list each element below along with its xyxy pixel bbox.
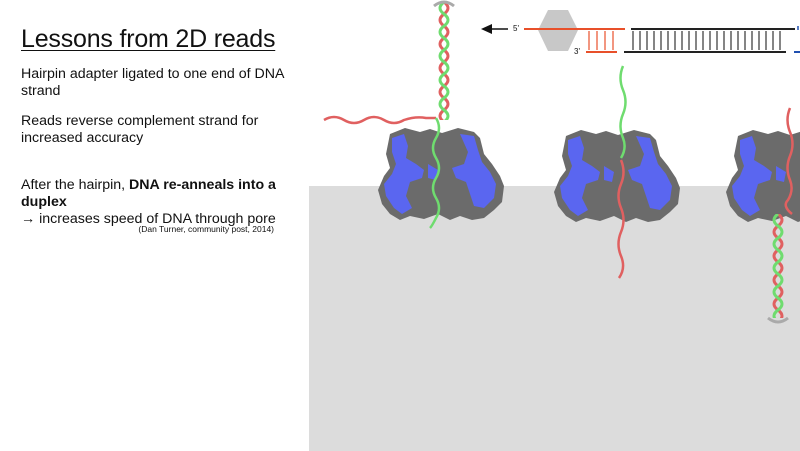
direction-arrow-icon: [481, 24, 492, 34]
speed-line: → increases speed of DNA through pore: [21, 211, 276, 227]
bullet-hairpin-adapter: Hairpin adapter ligated to one end of DN…: [21, 66, 284, 99]
bullet-reanneal: After the hairpin, DNA re-anneals into a…: [21, 177, 301, 228]
citation-wrap: (Dan Turner, community post, 2014): [21, 224, 274, 236]
slide-title: Lessons from 2D reads: [21, 25, 276, 53]
pore-3: [726, 107, 800, 324]
membrane: [309, 186, 800, 451]
reanneal-bold: DNA re-anneals into a duplex: [21, 177, 276, 210]
five-prime-label: 5': [513, 24, 519, 33]
motor-hexagon-icon: [538, 10, 578, 51]
three-prime-label: 3': [574, 47, 580, 56]
citation: (Dan Turner, community post, 2014): [138, 224, 274, 234]
adapter-schematic: [481, 10, 800, 53]
bullet-reverse-complement: Reads reverse complement strand for incr…: [21, 113, 259, 146]
pore-1: [323, 0, 504, 229]
reanneal-prefix: After the hairpin,: [21, 177, 130, 193]
pore-2: [554, 65, 680, 279]
